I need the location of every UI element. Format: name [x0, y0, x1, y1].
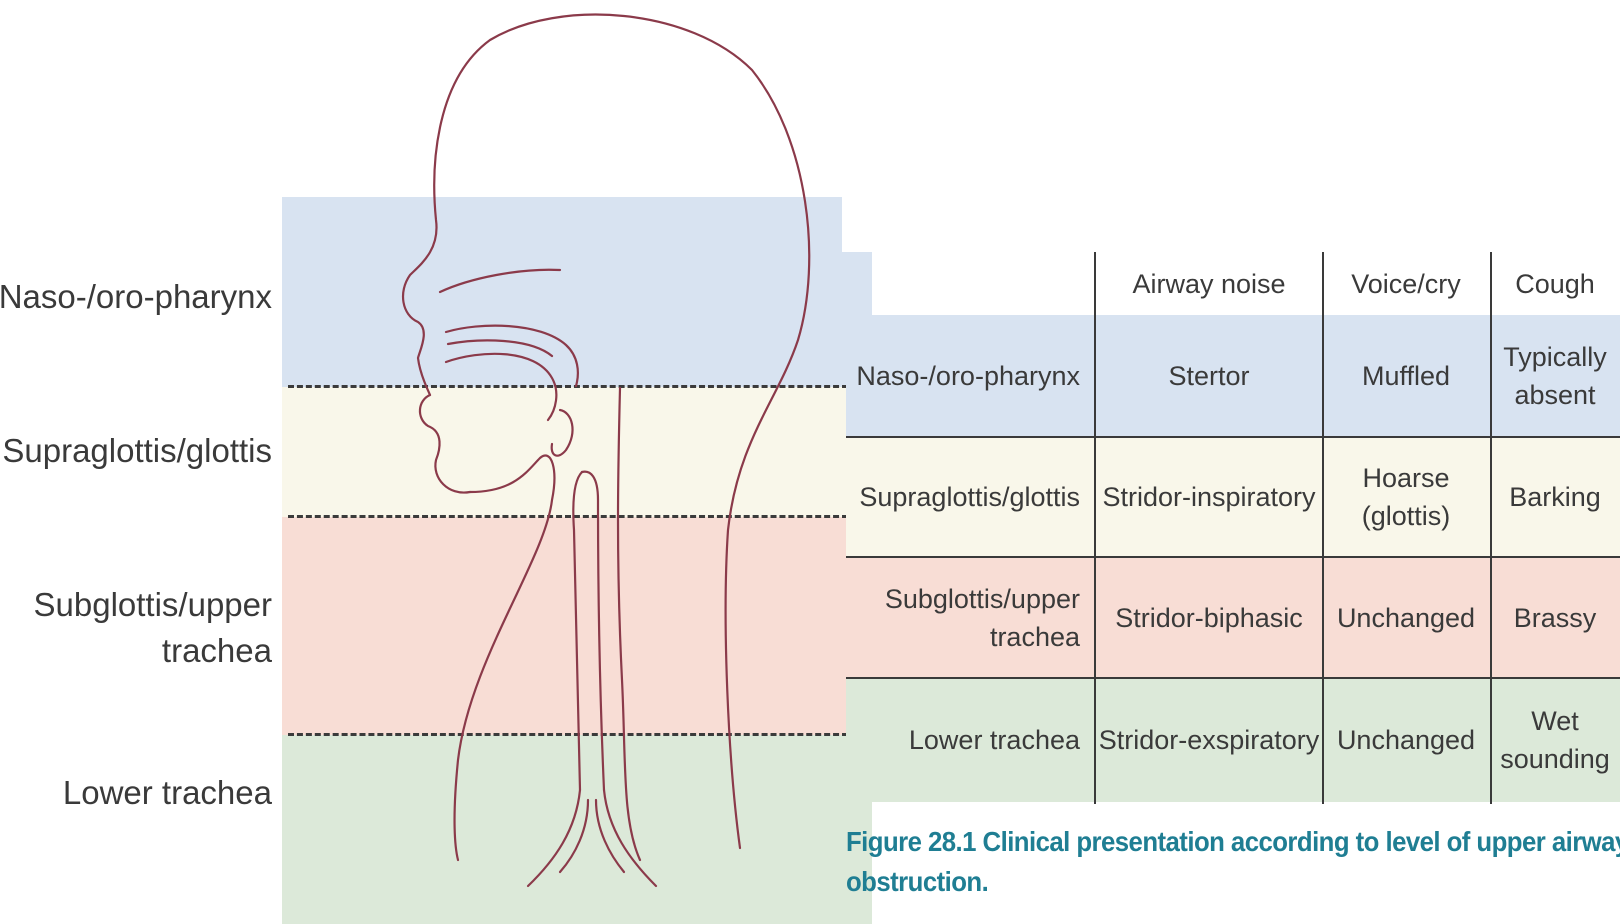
table-cell-noise: Stridor-exspiratory: [1096, 678, 1322, 802]
figure-caption: Figure 28.1 Clinical presentation accord…: [846, 822, 1564, 902]
table-row: Lower trachea Stridor-exspiratory Unchan…: [846, 678, 1620, 802]
table-cell-noise: Stridor-biphasic: [1096, 557, 1322, 678]
table-cell-level: Lower trachea: [846, 678, 1096, 802]
table-row: Subglottis/upper trachea Stridor-biphasi…: [846, 557, 1620, 678]
table-header-cell: [846, 252, 1096, 315]
table-cell-cough: Typically absent: [1490, 315, 1620, 437]
region-label-supraglottis: Supraglottis/glottis: [2, 428, 272, 474]
table-header-row: Airway noise Voice/cry Cough: [846, 252, 1620, 315]
table-cell-noise: Stertor: [1096, 315, 1322, 437]
table-cell-noise: Stridor-inspiratory: [1096, 437, 1322, 557]
table-cell-cough: Wet sounding: [1490, 678, 1620, 802]
band-corner-gap: [842, 197, 872, 252]
table-cell-level: Supraglottis/glottis: [846, 437, 1096, 557]
table-cell-voice: Unchanged: [1322, 678, 1490, 802]
table-row: Naso-/oro-pharynx Stertor Muffled Typica…: [846, 315, 1620, 437]
table-cell-cough: Brassy: [1490, 557, 1620, 678]
figure-caption-line-1: Figure 28.1 Clinical presentation accord…: [846, 822, 1564, 862]
figure-caption-line-2: obstruction.: [846, 862, 1564, 902]
region-label-naso-oropharynx: Naso-/oro-pharynx: [0, 274, 272, 320]
region-label-subglottis: Subglottis/upper trachea: [34, 582, 273, 674]
table-cell-voice: Hoarse (glottis): [1322, 437, 1490, 557]
table-row: Supraglottis/glottis Stridor-inspiratory…: [846, 437, 1620, 557]
table-cell-voice: Muffled: [1322, 315, 1490, 437]
table-header-cell: Cough: [1490, 252, 1620, 315]
table-cell-level: Naso-/oro-pharynx: [846, 315, 1096, 437]
table-header-cell: Airway noise: [1096, 252, 1322, 315]
table-header-cell: Voice/cry: [1322, 252, 1490, 315]
table-cell-voice: Unchanged: [1322, 557, 1490, 678]
table-cell-level: Subglottis/upper trachea: [846, 557, 1096, 678]
table-cell-cough: Barking: [1490, 437, 1620, 557]
region-label-lower-trachea: Lower trachea: [63, 770, 272, 816]
